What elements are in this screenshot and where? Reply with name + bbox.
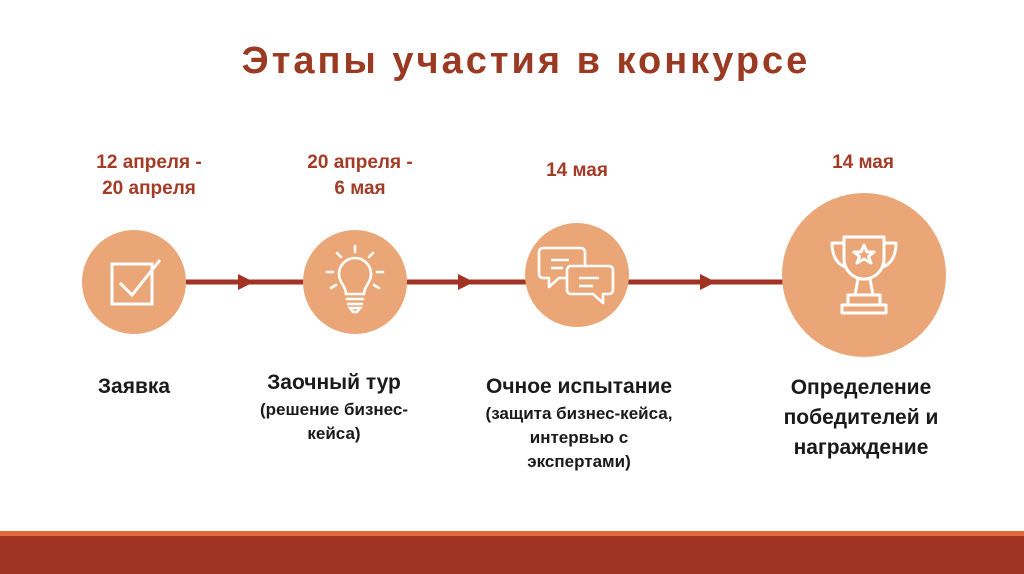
stage-1-name: Заявка (97, 375, 171, 398)
stage-4-date: 14 мая (832, 152, 894, 173)
chat-bubbles-icon (537, 246, 615, 305)
stage-4-name-line-2: победителей и (783, 406, 939, 429)
stage-3-note-line-2: интервью с (529, 428, 629, 447)
arrow-head-3 (700, 274, 716, 290)
stage-3-note-line-3: экспертами) (527, 452, 631, 471)
stage-2-name: Заочный тур (267, 371, 401, 394)
stage-1-date: 12 апреля - 20 апреля (96, 152, 202, 199)
stage-2-caption: Заочный тур (решение бизнес- кейса) (226, 368, 442, 446)
stage-2-note-line-1: (решение бизнес- (259, 400, 409, 419)
stage-3-date: 14 мая (546, 160, 608, 181)
stage-1-circle (82, 230, 186, 334)
page-title: Этапы участия в конкурсе (241, 40, 811, 82)
trophy-icon (830, 235, 898, 315)
stage-1-caption: Заявка (49, 372, 219, 402)
stage-4-name-line-3: награждение (793, 436, 929, 459)
lightbulb-icon (325, 244, 385, 314)
stage-2-circle (303, 230, 407, 334)
stage-3-circle (525, 223, 629, 327)
stage-4-name-line-1: Определение (790, 376, 932, 399)
footer-accent-stripe (0, 531, 1024, 536)
stage-3-note-line-1: (защита бизнес-кейса, (485, 404, 673, 423)
stage-4-circle (782, 193, 946, 357)
footer-bar (0, 536, 1024, 574)
arrow-head-2 (458, 274, 474, 290)
stage-2-date: 20 апреля - 6 мая (307, 152, 413, 199)
stage-3-name: Очное испытание (486, 375, 672, 398)
stage-2-note-line-2: кейса) (307, 424, 361, 443)
stage-3-caption: Очное испытание (защита бизнес-кейса, ин… (474, 372, 684, 474)
arrow-head-1 (238, 274, 254, 290)
stage-4-caption: Определение победителей и награждение (752, 373, 970, 463)
checkbox-icon (110, 259, 162, 306)
